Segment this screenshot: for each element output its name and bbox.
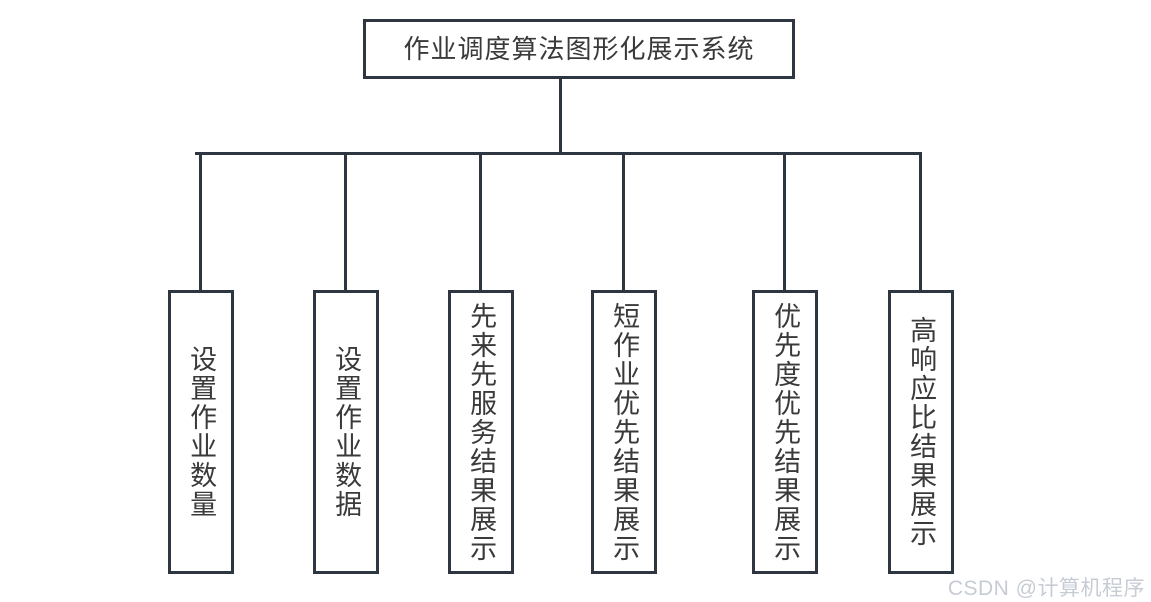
leaf-drop-line-6 (919, 152, 922, 290)
leaf-drop-line-4 (622, 152, 625, 290)
horizontal-bus-line (195, 152, 921, 155)
leaf-node-5[interactable]: 优先度优先结果展示 (752, 290, 818, 574)
root-node-label: 作业调度算法图形化展示系统 (403, 34, 755, 64)
trunk-connector-line (559, 77, 562, 155)
leaf-node-2[interactable]: 设置作业数据 (313, 290, 379, 574)
leaf-node-label-5: 优先度优先结果展示 (770, 301, 801, 563)
watermark-text: CSDN @计算机程序 (947, 577, 1145, 600)
leaf-node-label-3: 先来先服务结果展示 (466, 301, 497, 563)
leaf-node-1[interactable]: 设置作业数量 (168, 290, 234, 574)
leaf-node-label-6: 高响应比结果展示 (906, 316, 937, 548)
leaf-node-3[interactable]: 先来先服务结果展示 (448, 290, 514, 574)
leaf-drop-line-5 (783, 152, 786, 290)
leaf-node-6[interactable]: 高响应比结果展示 (888, 290, 954, 574)
leaf-node-label-4: 短作业优先结果展示 (609, 301, 640, 563)
leaf-drop-line-1 (199, 152, 202, 290)
leaf-drop-line-2 (344, 152, 347, 290)
root-node-system-title[interactable]: 作业调度算法图形化展示系统 (363, 19, 795, 79)
leaf-node-label-1: 设置作业数量 (186, 345, 217, 519)
leaf-node-4[interactable]: 短作业优先结果展示 (591, 290, 657, 574)
leaf-drop-line-3 (479, 152, 482, 290)
leaf-node-label-2: 设置作业数据 (331, 345, 362, 519)
